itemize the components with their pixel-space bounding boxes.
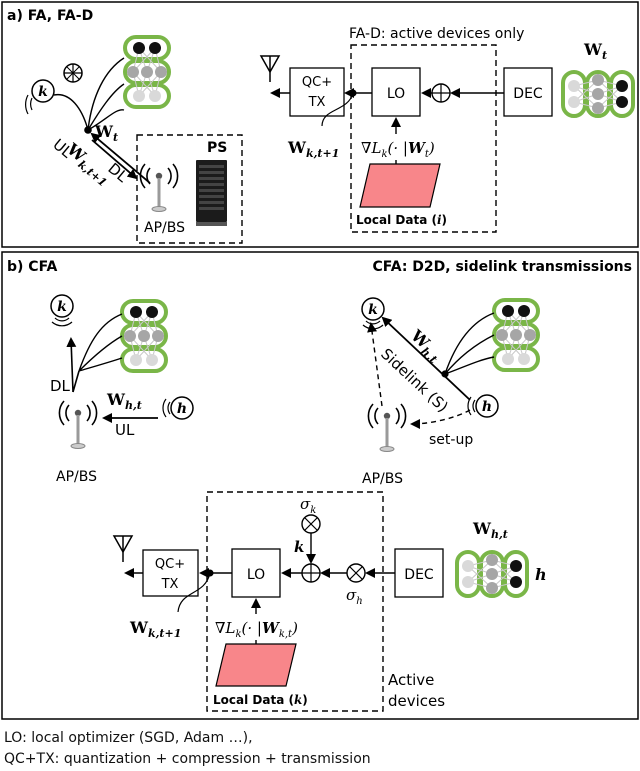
ps-label: PS xyxy=(207,140,227,156)
h-bold-label: h xyxy=(535,565,547,584)
dl-line-b xyxy=(72,370,80,393)
ap-bs-label-a: AP/BS xyxy=(144,220,185,236)
svg-text:k: k xyxy=(57,299,67,315)
dec-label-a: DEC xyxy=(513,86,543,102)
panel-a-frame xyxy=(1,1,639,248)
device-k-icon: k xyxy=(25,79,55,115)
sigma-k-label: σk xyxy=(300,495,316,516)
multiply-node-sigma-k xyxy=(301,514,321,534)
k-bold-label: k xyxy=(294,538,304,556)
svg-text:h: h xyxy=(482,399,492,415)
w-h-t-label-b-right: Wh,t xyxy=(404,325,445,366)
local-data-label-a: Local Data (i) xyxy=(356,213,447,227)
device-h-icon-b-left: h xyxy=(162,396,194,420)
sidelink-label: Sidelink (S) xyxy=(377,345,451,416)
setup-dashed-up xyxy=(367,322,383,407)
w-t-label-right: Wt xyxy=(583,40,607,62)
dl-arrow xyxy=(91,139,138,180)
panel-a: a) FA, FA-D k Wt UL DL Wk,t+1 PS AP/BS xyxy=(1,1,639,248)
dec-box-a xyxy=(503,67,553,117)
multiply-node-sigma-h xyxy=(346,563,366,583)
panel-b: b) CFA CFA: D2D, sidelink transmissions … xyxy=(1,251,639,720)
w-k-t1-label-a: Wk,t+1 xyxy=(287,138,339,160)
lo-label-a: LO xyxy=(387,86,405,102)
neural-network-h-icon-b xyxy=(455,550,529,598)
w-k-t1-label-b: Wk,t+1 xyxy=(129,618,181,640)
neural-network-icon-b-right xyxy=(492,298,540,372)
qctx-line2-a: TX xyxy=(308,95,326,110)
neural-network-icon xyxy=(123,35,171,109)
qctx-line1-b: QC+ xyxy=(155,557,185,572)
sum-node-b xyxy=(301,563,321,583)
lo-box-b xyxy=(231,548,281,598)
grad-label-a: ∇Lk(· |Wt) xyxy=(361,139,435,160)
svg-text:k: k xyxy=(38,84,48,100)
dec-box-b xyxy=(394,548,444,598)
ap-bs-tower-icon xyxy=(138,162,180,213)
ul-label-b: UL xyxy=(115,421,135,439)
sidelink-arrow xyxy=(381,316,471,401)
device-h-icon-b-right: h xyxy=(467,394,499,418)
svg-text:h: h xyxy=(177,401,187,417)
dl-arrow-b xyxy=(66,337,77,393)
qctx-box-a xyxy=(289,67,345,117)
antenna-icon-a xyxy=(260,55,280,83)
dec-label-b: DEC xyxy=(404,567,434,583)
sum-node-a xyxy=(431,83,451,103)
sigma-h-label: σh xyxy=(346,586,363,607)
server-icon xyxy=(196,160,227,226)
setup-dashed-down xyxy=(410,409,471,429)
w-k-t1-pointer-b xyxy=(177,572,211,613)
aggregate-icon xyxy=(63,63,83,83)
device-k-icon-b-left: k xyxy=(50,294,74,327)
ps-dashed-box xyxy=(136,134,243,244)
grad-label-b: ∇Lk(· |Wk,t) xyxy=(215,619,298,640)
qctx-line2-b: TX xyxy=(161,577,179,592)
ap-bs-tower-icon-b-left xyxy=(57,399,99,450)
panel-b-subtitle: CFA: D2D, sidelink transmissions xyxy=(373,259,633,275)
neural-network-h-icon-a xyxy=(561,70,635,118)
lo-box-a xyxy=(371,67,421,117)
svg-text:k: k xyxy=(368,302,378,318)
ap-bs-label-b-right: AP/BS xyxy=(362,471,403,487)
antenna-icon-b xyxy=(113,535,133,563)
w-k-t1-pointer-a xyxy=(321,92,354,127)
panel-b-title: b) CFA xyxy=(7,259,58,275)
branch-node xyxy=(84,126,92,134)
w-h-t-label-b-left: Wh,t xyxy=(106,390,142,412)
local-data-shape-b xyxy=(215,643,297,687)
dl-label-b: DL xyxy=(50,377,71,395)
active-devices-dashed-box xyxy=(206,491,384,712)
ap-bs-tower-icon-b-right xyxy=(366,402,408,453)
model-link-lines-b-left xyxy=(78,313,123,372)
fa-d-dashed-box xyxy=(350,44,497,233)
local-data-label-b: Local Data (k) xyxy=(213,693,308,707)
device-k-icon-b-right: k xyxy=(361,297,385,330)
active-devices-line2: devices xyxy=(388,692,445,710)
footer-line-2: QC+TX: quantization + compression + tran… xyxy=(4,751,371,767)
footer-line-1: LO: local optimizer (SGD, Adam …), xyxy=(4,730,253,746)
fa-d-label: FA-D: active devices only xyxy=(349,26,524,42)
w-h-t-label-b-bottom: Wh,t xyxy=(472,519,508,541)
lo-label-b: LO xyxy=(247,567,265,583)
local-data-shape-a xyxy=(359,163,441,208)
w-t-label: Wt xyxy=(94,122,118,144)
model-link-lines xyxy=(53,57,125,131)
neural-network-icon-b-left xyxy=(120,299,168,373)
model-link-lines-b-right xyxy=(444,312,495,375)
panel-b-frame xyxy=(1,251,639,720)
ap-bs-label-b-left: AP/BS xyxy=(56,469,97,485)
active-devices-line1: Active xyxy=(388,671,434,689)
panel-a-title: a) FA, FA-D xyxy=(7,8,93,24)
setup-label: set-up xyxy=(429,432,473,448)
qctx-line1-a: QC+ xyxy=(302,75,332,90)
